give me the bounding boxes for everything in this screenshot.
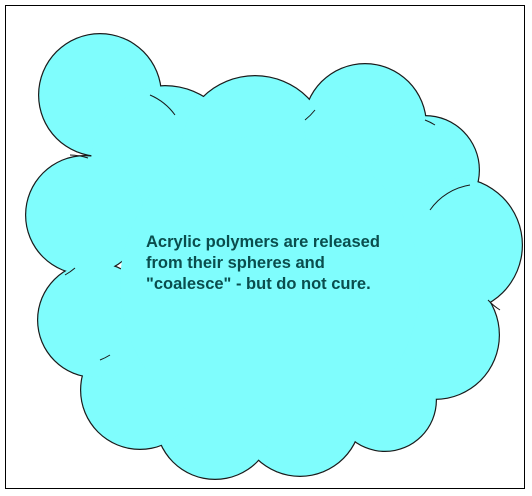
- cloud-core: [120, 135, 420, 435]
- cloud-crease: [149, 94, 176, 116]
- cloud-lobes: [25, 33, 523, 480]
- cloud-fill: [26, 34, 522, 479]
- cloud-crease: [424, 119, 436, 126]
- caption-line-3: "coalesce" - but do not cure.: [146, 275, 371, 293]
- cloud-crease: [69, 154, 89, 159]
- caption-line-1: Acrylic polymers are released: [146, 233, 380, 251]
- cloud-crease: [99, 354, 111, 361]
- caption-text: Acrylic polymers are released from their…: [146, 232, 466, 295]
- cloud-crease: [429, 184, 471, 211]
- cloud-crease: [487, 299, 501, 311]
- cloud-lobe: [26, 156, 144, 274]
- cloud-crease: [64, 267, 76, 276]
- cloud-crease: [304, 109, 316, 121]
- caption-line-2: from their spheres and: [146, 254, 325, 272]
